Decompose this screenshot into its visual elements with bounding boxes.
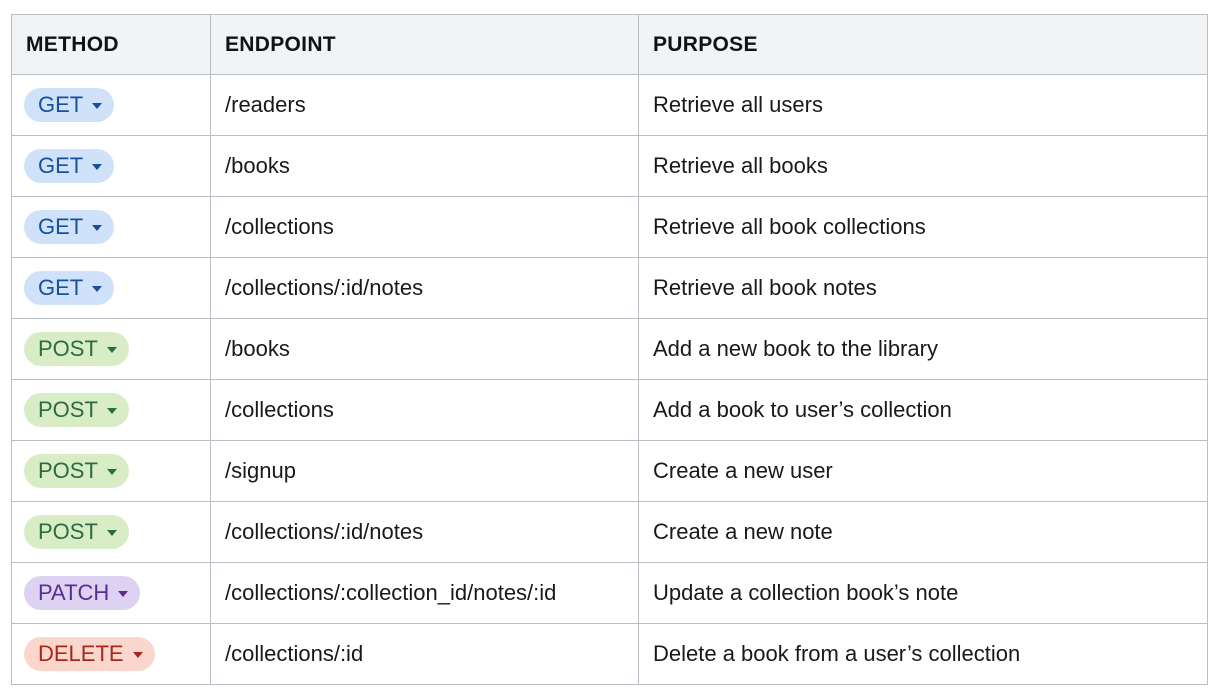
- chevron-down-icon: [106, 469, 117, 475]
- chevron-down-icon: [132, 652, 143, 658]
- method-cell: GET: [11, 196, 211, 258]
- method-badge-label: POST: [38, 397, 98, 422]
- chevron-down-icon: [106, 530, 117, 536]
- chevron-down-icon: [92, 103, 103, 109]
- method-cell: GET: [11, 257, 211, 319]
- method-cell: GET: [11, 135, 211, 197]
- method-badge-dropdown[interactable]: POST: [24, 515, 129, 549]
- method-cell: PATCH: [11, 562, 211, 624]
- endpoint-cell: /readers: [210, 74, 639, 136]
- method-badge-label: GET: [38, 92, 84, 117]
- method-badge-dropdown[interactable]: POST: [24, 332, 129, 366]
- method-cell: POST: [11, 501, 211, 563]
- column-header-purpose: PURPOSE: [638, 14, 1208, 75]
- method-cell: DELETE: [11, 623, 211, 685]
- method-badge-dropdown[interactable]: GET: [24, 210, 115, 244]
- method-badge-dropdown[interactable]: POST: [24, 454, 129, 488]
- table-header-row: METHOD ENDPOINT PURPOSE: [11, 14, 1208, 75]
- chevron-down-icon: [118, 591, 129, 597]
- method-badge-label: GET: [38, 153, 84, 178]
- method-badge-dropdown[interactable]: DELETE: [24, 637, 155, 671]
- purpose-cell: Retrieve all books: [638, 135, 1208, 197]
- purpose-cell: Create a new note: [638, 501, 1208, 563]
- purpose-cell: Create a new user: [638, 440, 1208, 502]
- method-badge-label: PATCH: [38, 580, 110, 605]
- method-badge-label: GET: [38, 214, 84, 239]
- table-header: METHOD ENDPOINT PURPOSE: [11, 14, 1208, 75]
- method-badge-dropdown[interactable]: GET: [24, 149, 115, 183]
- endpoint-cell: /collections/:id: [210, 623, 639, 685]
- method-cell: POST: [11, 318, 211, 380]
- table-row: PATCH/collections/:collection_id/notes/:…: [11, 562, 1208, 624]
- endpoint-cell: /collections: [210, 379, 639, 441]
- method-badge-dropdown[interactable]: GET: [24, 271, 115, 305]
- purpose-cell: Update a collection book’s note: [638, 562, 1208, 624]
- method-badge-label: POST: [38, 519, 98, 544]
- chevron-down-icon: [92, 286, 103, 292]
- column-header-method: METHOD: [11, 14, 211, 75]
- endpoint-cell: /collections: [210, 196, 639, 258]
- endpoint-cell: /collections/:id/notes: [210, 257, 639, 319]
- method-badge-label: DELETE: [38, 641, 124, 666]
- method-badge-dropdown[interactable]: POST: [24, 393, 129, 427]
- purpose-cell: Add a book to user’s collection: [638, 379, 1208, 441]
- purpose-cell: Retrieve all book collections: [638, 196, 1208, 258]
- chevron-down-icon: [106, 408, 117, 414]
- method-cell: POST: [11, 379, 211, 441]
- method-cell: POST: [11, 440, 211, 502]
- chevron-down-icon: [106, 347, 117, 353]
- endpoint-cell: /collections/:id/notes: [210, 501, 639, 563]
- endpoint-cell: /books: [210, 318, 639, 380]
- method-badge-label: POST: [38, 336, 98, 361]
- method-badge-dropdown[interactable]: PATCH: [24, 576, 141, 610]
- method-badge-label: POST: [38, 458, 98, 483]
- purpose-cell: Retrieve all book notes: [638, 257, 1208, 319]
- endpoint-cell: /books: [210, 135, 639, 197]
- endpoint-cell: /signup: [210, 440, 639, 502]
- purpose-cell: Add a new book to the library: [638, 318, 1208, 380]
- method-badge-dropdown[interactable]: GET: [24, 88, 115, 122]
- method-cell: GET: [11, 74, 211, 136]
- method-badge-label: GET: [38, 275, 84, 300]
- endpoint-cell: /collections/:collection_id/notes/:id: [210, 562, 639, 624]
- purpose-cell: Delete a book from a user’s collection: [638, 623, 1208, 685]
- chevron-down-icon: [92, 164, 103, 170]
- column-header-endpoint: ENDPOINT: [210, 14, 639, 75]
- chevron-down-icon: [92, 225, 103, 231]
- purpose-cell: Retrieve all users: [638, 74, 1208, 136]
